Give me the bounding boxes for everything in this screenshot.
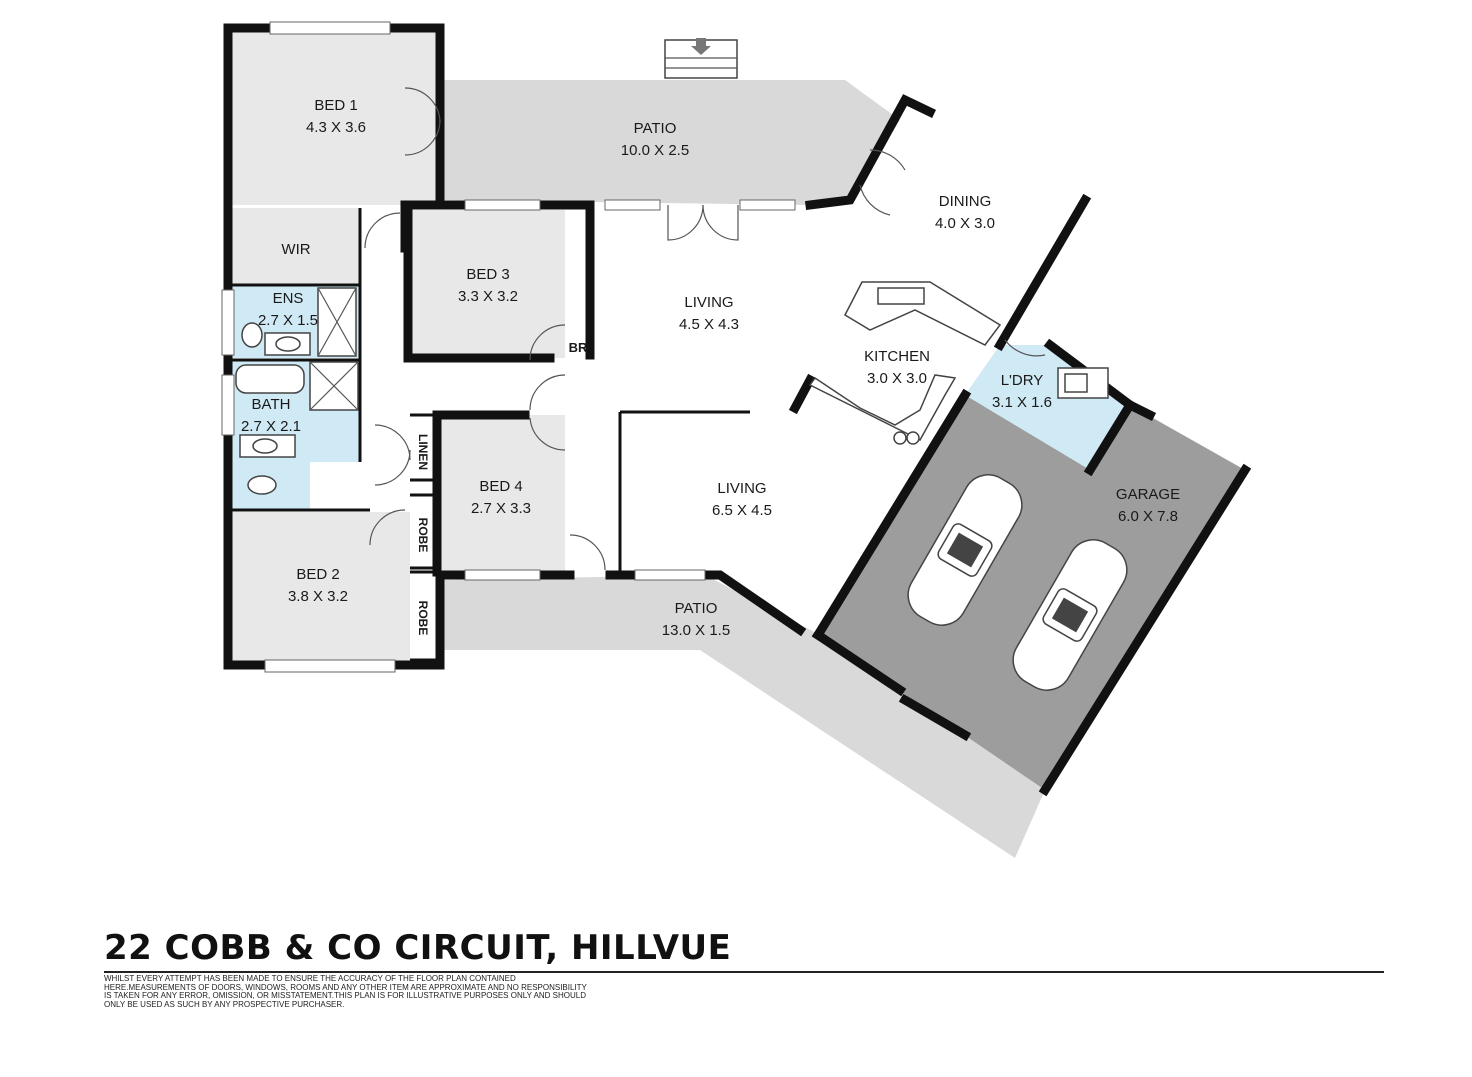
room-name-bed4: BED 4 [479,478,522,495]
wall-bed3 [403,205,555,363]
room-name-robe1: ROBE [416,518,430,553]
door-swing [529,374,566,411]
disclaimer-text: Whilst every attempt has been made to en… [104,974,587,1009]
room-name-bath: BATH [252,396,291,413]
room-name-wir: WIR [281,241,310,258]
property-address-title: 22 COBB & CO CIRCUIT, HILLVUE [104,928,732,968]
room-name-bed1: BED 1 [314,97,357,114]
room-size-living2: 6.5 X 4.5 [712,502,772,519]
shower-cross [317,287,357,357]
window [634,569,706,581]
door-swing [374,424,411,461]
cooktop [906,431,920,445]
room-name-living2: LIVING [717,480,766,497]
room-size-patio-top: 10.0 X 2.5 [621,142,689,159]
door-swing [369,509,406,546]
toilet [241,322,263,348]
room-size-living1: 4.5 X 4.3 [679,316,739,333]
room-name-dining: DINING [939,193,992,210]
room-size-dining: 4.0 X 3.0 [935,215,995,232]
car-icon [1012,539,1128,691]
car-icon [907,474,1023,626]
wall-garage-west [811,628,907,697]
basin [275,336,301,352]
wall-dining-east [993,193,1092,352]
room-name-patio-bottom: PATIO [675,600,718,617]
room-name-ldry: L'DRY [1001,372,1044,389]
room-name-linen: LINEN [416,434,430,470]
bed2-floor [228,512,410,665]
room-name-robe2: ROBE [416,601,430,636]
basin [252,438,278,454]
room-size-bed2: 3.8 X 3.2 [288,588,348,605]
room-name-br: BR [569,340,588,355]
door-swing [1004,339,1046,357]
toilet [247,475,277,495]
window [269,21,391,35]
entry-arrow-icon [691,38,711,55]
bed3-floor [408,210,565,358]
wall-north-bed1b [385,23,445,85]
cooktop [893,431,907,445]
wall-dining [804,94,937,211]
room-size-ldry: 3.1 X 1.6 [992,394,1052,411]
patio-bottom-floor [440,575,1045,858]
room-size-bed3: 3.3 X 3.2 [458,288,518,305]
room-size-bed1: 4.3 X 3.6 [306,119,366,136]
wall-garage-east [1038,463,1252,797]
room-size-ens: 2.7 X 1.5 [258,312,318,329]
room-name-living1: LIVING [684,294,733,311]
window [221,289,235,356]
room-name-bed2: BED 2 [296,566,339,583]
bed1-floor [228,28,438,205]
door-swing [529,417,566,451]
title-divider [104,971,1384,973]
room-size-kitchen: 3.0 X 3.0 [867,370,927,387]
door-swing [859,184,891,216]
garage-floor [818,395,1245,790]
room-name-kitchen: KITCHEN [864,348,930,365]
shower-cross [309,361,359,411]
door-swing [667,204,704,241]
door-swing [529,324,566,361]
door-swing [869,149,906,171]
room-size-garage: 6.0 X 7.8 [1118,508,1178,525]
room-name-patio-top: PATIO [634,120,677,137]
wall-west-upper [223,23,270,670]
door-swing [364,212,401,249]
wall-garage-inner [811,388,972,642]
room-size-bath: 2.7 X 2.1 [241,418,301,435]
window [739,199,796,211]
wall-garage-west2 [898,693,972,742]
door-swing [404,119,441,156]
room-name-ens: ENS [273,290,304,307]
window [604,199,661,211]
wall-robe [410,493,439,570]
room-name-garage: GARAGE [1116,486,1180,503]
wall-kitchen [788,373,817,415]
bed4-floor [437,415,565,572]
window [464,569,541,581]
door-swing [374,449,411,486]
kitchen-sink [877,287,925,305]
bathtub [235,364,305,394]
room-size-bed4: 2.7 X 3.3 [471,500,531,517]
window [221,374,235,436]
wall-linen [410,413,439,482]
door-swing [569,534,606,571]
door-swing [702,204,739,241]
window [464,199,541,211]
door-swing [404,87,441,124]
wall-ldry-south [1083,398,1137,477]
wall-bed2-south [390,575,445,670]
wir-floor [228,208,360,285]
laundry-tub [1064,373,1088,393]
patio-top-floor [440,80,900,205]
floor-plan: BED 1 4.3 X 3.6 PATIO 10.0 X 2.5 DINING … [221,21,1252,858]
room-size-patio-bottom: 13.0 X 1.5 [662,622,730,639]
window [264,659,396,673]
wall-robe2 [410,570,439,662]
room-name-bed3: BED 3 [466,266,509,283]
